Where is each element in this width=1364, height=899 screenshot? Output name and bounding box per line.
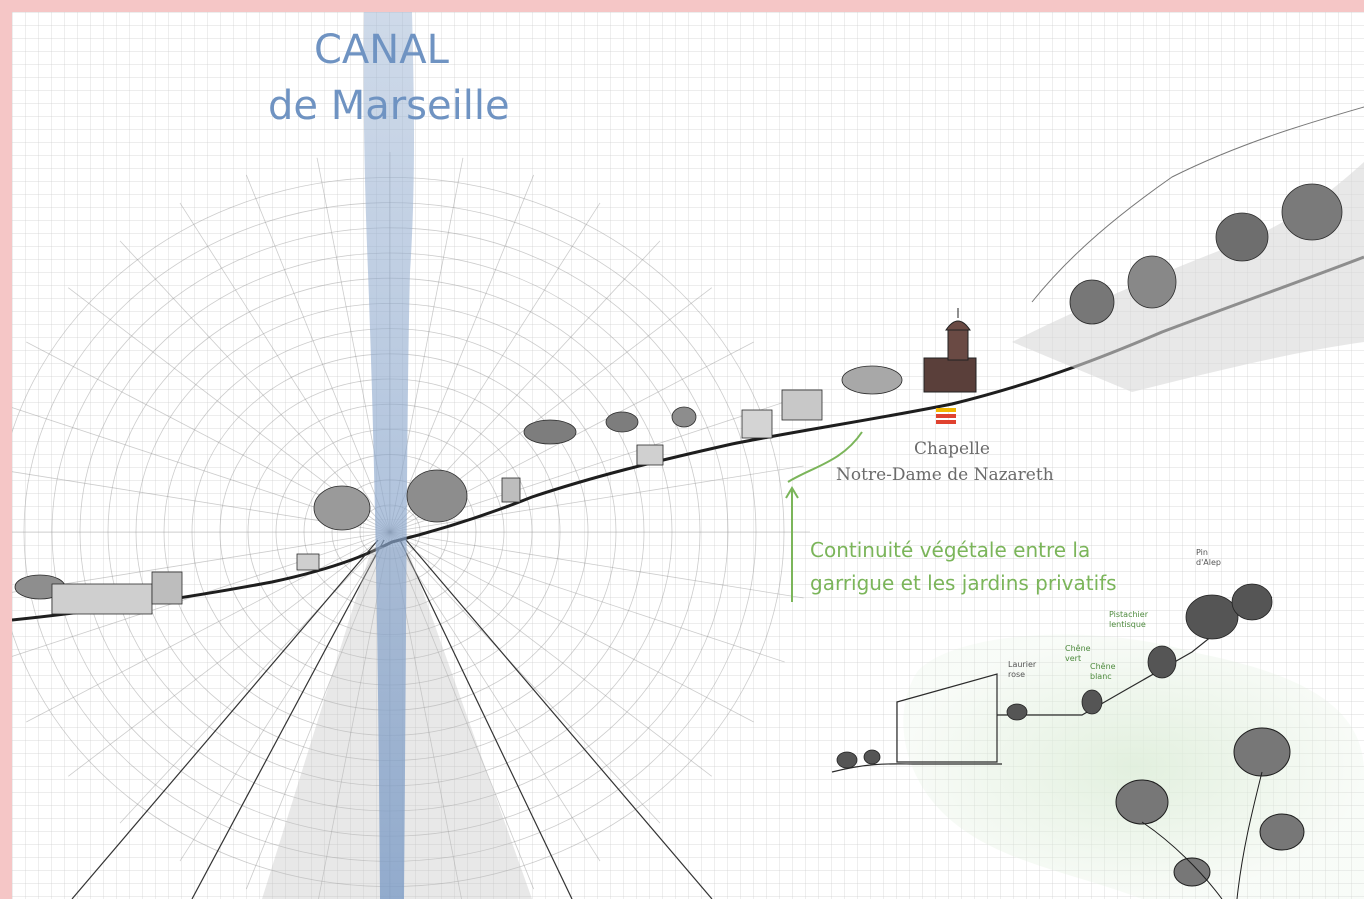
fisheye-radial-line [245, 174, 391, 533]
chapel-label-line1: Chapelle [914, 439, 990, 459]
fisheye-radial-line [389, 531, 754, 723]
plant-label-laurier-line1: Laurier [1008, 660, 1037, 669]
plant-label-chene-vert-line2: vert [1065, 654, 1082, 663]
garden-plants [836, 583, 1273, 769]
plant-label-pistachier-line2: lentisque [1109, 620, 1146, 629]
fisheye-radial-line [245, 531, 391, 890]
fisheye-radial-line [179, 202, 391, 533]
plant-label-pin-line2: d'Alep [1196, 558, 1221, 567]
fisheye-radial-line [68, 531, 391, 777]
plant-label-chene-blanc-line1: Chêne [1090, 662, 1116, 671]
canal-ribbon [363, 12, 414, 899]
flower-sketch [1115, 727, 1305, 899]
landscape-sketch [12, 12, 1364, 899]
fisheye-radial-line [119, 531, 391, 824]
chapel-drawing [923, 308, 977, 424]
plant-label-chene-blanc-line2: blanc [1090, 672, 1112, 681]
canal-perspective [71, 539, 713, 899]
annotation-line2: garrigue et les jardins privatifs [810, 571, 1117, 595]
fisheye-radial-line [26, 531, 391, 723]
plant-label-chene-blanc: Chêne blanc [1090, 662, 1116, 682]
garden-section-bubble [903, 634, 1364, 899]
plant-label-chene-vert-line1: Chêne [1065, 644, 1091, 653]
plant-label-laurier-line2: rose [1008, 670, 1026, 679]
fisheye-radial-line [389, 531, 785, 663]
vegetation-sketch [14, 183, 1343, 615]
plant-label-pistachier-line1: Pistachier [1109, 610, 1148, 619]
annotation-line1: Continuité végétale entre la [810, 538, 1091, 562]
canal-title-line1: CANAL [314, 27, 449, 73]
fisheye-radial-line [179, 531, 391, 862]
fisheye-radial-line [389, 531, 661, 824]
fisheye-radial-line [389, 531, 804, 599]
fisheye-radial-line [119, 240, 391, 533]
chapel-label-line2: Notre-Dame de Nazareth [836, 465, 1054, 485]
continuity-arrow [785, 431, 863, 602]
hill-outline [1031, 106, 1364, 303]
illustration-frame: CANAL de Marseille Chapelle Notre-Dame d… [12, 12, 1364, 899]
fisheye-radial-line [389, 531, 601, 862]
fisheye-radial-line [389, 531, 712, 777]
canal-title-line2: de Marseille [268, 83, 510, 129]
fisheye-radial-line [389, 174, 535, 533]
plant-label-pistachier: Pistachier lentisque [1109, 610, 1148, 630]
fisheye-radial-line [389, 531, 535, 890]
plant-label-pin-line1: Pin [1196, 548, 1208, 557]
fisheye-radial-line [389, 465, 804, 533]
plant-label-laurier: Laurier rose [1008, 660, 1036, 680]
hill-shading [1012, 162, 1364, 392]
plant-label-chene-vert: Chêne vert [1065, 644, 1091, 664]
plant-label-pin: Pin d'Alep [1196, 548, 1221, 568]
